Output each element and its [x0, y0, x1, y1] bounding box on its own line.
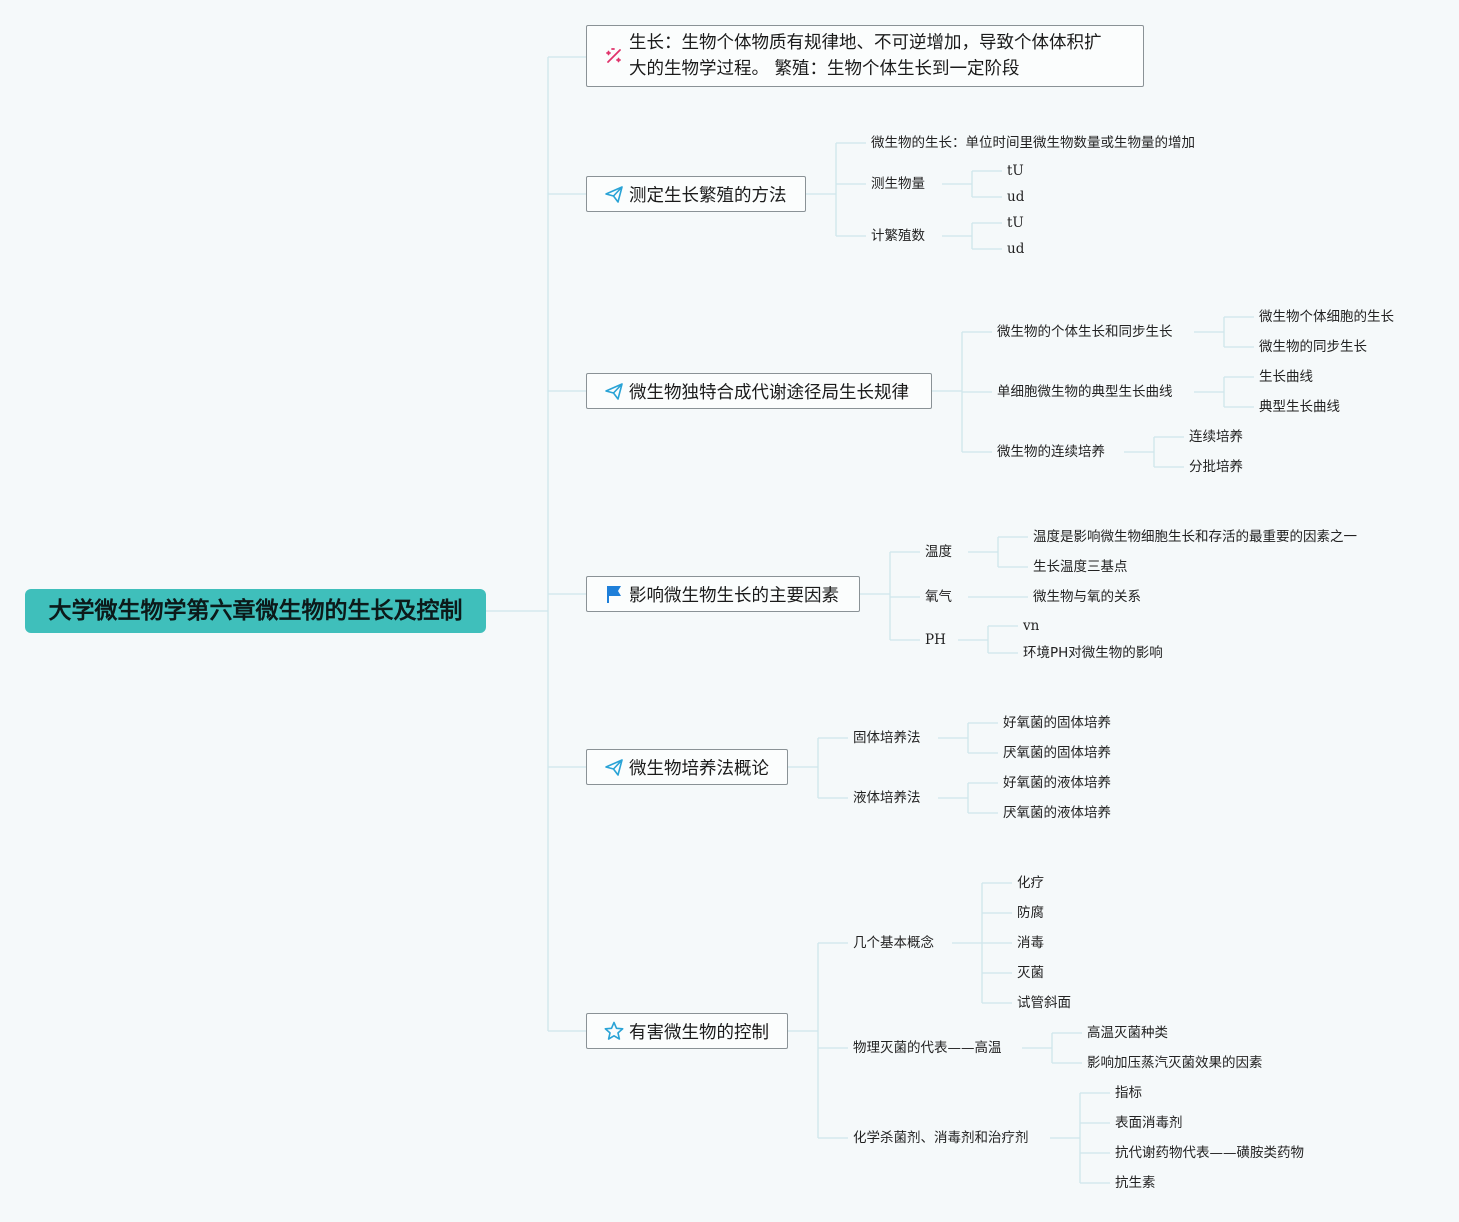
node-antibiotics[interactable]: 抗生素: [1115, 1175, 1156, 1191]
node-three-temperature-points[interactable]: 生长温度三基点: [1033, 559, 1128, 575]
branch-harmful-control[interactable]: 有害微生物的控制: [586, 1013, 788, 1049]
branch-growth-rules-label: 微生物独特合成代谢途径局生长规律: [629, 382, 909, 403]
node-physical-sterilization[interactable]: 物理灭菌的代表——高温: [853, 1040, 1002, 1056]
node-solid-culture[interactable]: 固体培养法: [853, 730, 921, 746]
node-autoclave-factors[interactable]: 影响加压蒸汽灭菌效果的因素: [1087, 1055, 1263, 1071]
node-aerobic-solid[interactable]: 好氧菌的固体培养: [1003, 715, 1111, 731]
node-surface-disinfectant[interactable]: 表面消毒剂: [1115, 1115, 1183, 1131]
node-temperature[interactable]: 温度: [925, 544, 952, 560]
node-sterilization[interactable]: 灭菌: [1017, 965, 1044, 981]
node-basic-concepts[interactable]: 几个基本概念: [853, 935, 934, 951]
node-ph[interactable]: PH: [925, 632, 946, 648]
paper-plane-icon: [603, 756, 625, 778]
node-growth-definition[interactable]: 微生物的生长：单位时间里微生物数量或生物量的增加: [871, 135, 1195, 151]
node-slant[interactable]: 试管斜面: [1017, 995, 1071, 1011]
node-individual-cell-growth[interactable]: 微生物个体细胞的生长: [1259, 309, 1394, 325]
node-ph-effect[interactable]: 环境PH对微生物的影响: [1023, 645, 1163, 661]
node-batch[interactable]: 分批培养: [1189, 459, 1243, 475]
node-aerobic-liquid[interactable]: 好氧菌的液体培养: [1003, 775, 1111, 791]
node-sync-growth[interactable]: 微生物的同步生长: [1259, 339, 1367, 355]
branch-harmful-control-label: 有害微生物的控制: [629, 1022, 769, 1043]
node-measure-biomass[interactable]: 测生物量: [871, 176, 925, 192]
node-antisepsis[interactable]: 防腐: [1017, 905, 1044, 921]
node-measure-biomass-ud[interactable]: ud: [1007, 189, 1025, 205]
star-icon: [603, 1020, 625, 1042]
node-oxygen[interactable]: 氧气: [925, 589, 952, 605]
root-topic[interactable]: 大学微生物学第六章微生物的生长及控制: [25, 589, 486, 633]
branch-measure-methods-label: 测定生长繁殖的方法: [629, 185, 787, 206]
node-continuous[interactable]: 连续培养: [1189, 429, 1243, 445]
node-temperature-importance[interactable]: 温度是影响微生物细胞生长和存活的最重要的因素之一: [1033, 529, 1357, 545]
node-anaerobic-liquid[interactable]: 厌氧菌的液体培养: [1003, 805, 1111, 821]
branch-growth-factors[interactable]: 影响微生物生长的主要因素: [586, 576, 860, 612]
branch-culture-methods[interactable]: 微生物培养法概论: [586, 749, 788, 785]
node-typical-curve[interactable]: 典型生长曲线: [1259, 399, 1340, 415]
branch-measure-methods[interactable]: 测定生长繁殖的方法: [586, 176, 806, 212]
node-liquid-culture[interactable]: 液体培养法: [853, 790, 921, 806]
node-growth-curve[interactable]: 生长曲线: [1259, 369, 1313, 385]
branch-growth-factors-label: 影响微生物生长的主要因素: [629, 585, 839, 606]
branch-culture-methods-label: 微生物培养法概论: [629, 758, 769, 779]
node-typical-growth-curve[interactable]: 单细胞微生物的典型生长曲线: [997, 384, 1173, 400]
branch-growth-definition[interactable]: 生长：生物个体物质有规律地、不可逆增加，导致个体体积扩 大的生物学过程。 繁殖：…: [586, 25, 1144, 87]
node-chemotherapy[interactable]: 化疗: [1017, 875, 1044, 891]
node-measure-biomass-tu[interactable]: tU: [1007, 163, 1024, 179]
node-high-temp-types[interactable]: 高温灭菌种类: [1087, 1025, 1168, 1041]
growth-definition-line1: 生长：生物个体物质有规律地、不可逆增加，导致个体体积扩: [629, 33, 1102, 53]
branch-growth-rules[interactable]: 微生物独特合成代谢途径局生长规律: [586, 373, 932, 409]
growth-definition-line2: 大的生物学过程。 繁殖：生物个体生长到一定阶段: [629, 59, 1020, 79]
node-continuous-culture[interactable]: 微生物的连续培养: [997, 444, 1105, 460]
node-disinfection[interactable]: 消毒: [1017, 935, 1044, 951]
node-count-reproduction[interactable]: 计繁殖数: [871, 228, 925, 244]
node-ph-vn[interactable]: vn: [1023, 618, 1040, 634]
node-sulfonamides[interactable]: 抗代谢药物代表——磺胺类药物: [1115, 1145, 1304, 1161]
node-indicators[interactable]: 指标: [1115, 1085, 1142, 1101]
flag-icon: [603, 583, 625, 605]
node-count-reproduction-ud[interactable]: ud: [1007, 241, 1025, 257]
node-oxygen-relation[interactable]: 微生物与氧的关系: [1033, 589, 1141, 605]
node-chemical-agents[interactable]: 化学杀菌剂、消毒剂和治疗剂: [853, 1130, 1029, 1146]
sparkle-icon: [603, 45, 625, 67]
paper-plane-icon: [603, 380, 625, 402]
node-count-reproduction-tu[interactable]: tU: [1007, 215, 1024, 231]
node-individual-sync-growth[interactable]: 微生物的个体生长和同步生长: [997, 324, 1173, 340]
node-anaerobic-solid[interactable]: 厌氧菌的固体培养: [1003, 745, 1111, 761]
paper-plane-icon: [603, 183, 625, 205]
